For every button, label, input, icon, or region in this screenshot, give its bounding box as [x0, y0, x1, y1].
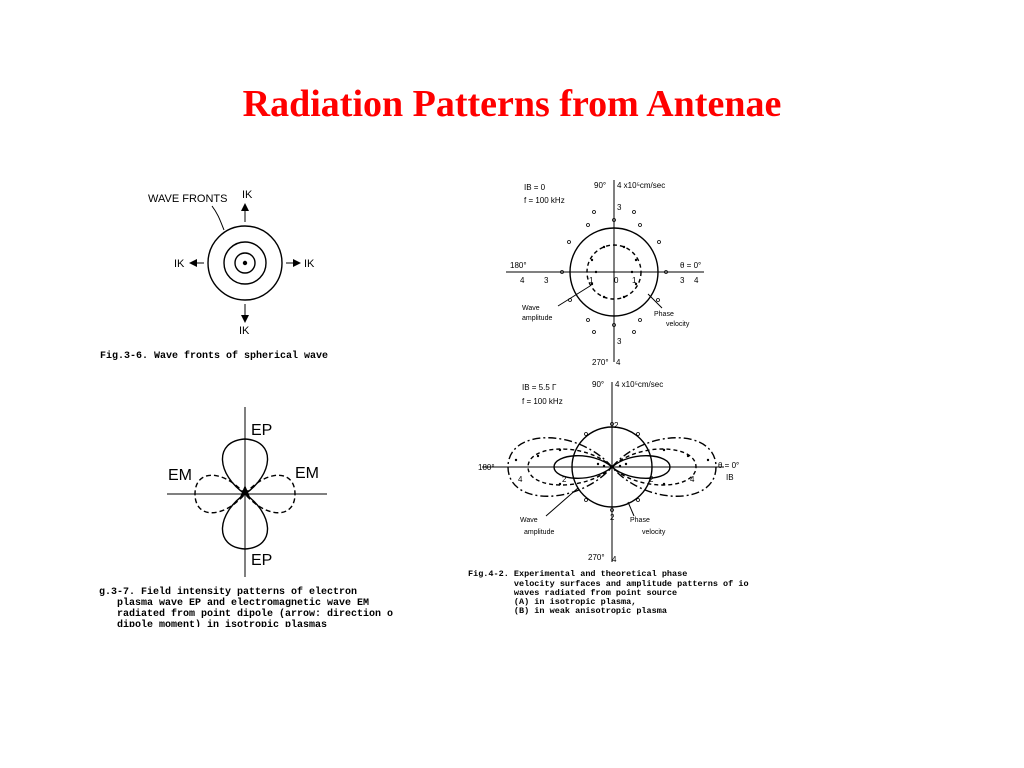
inner-wave-front — [234, 252, 256, 274]
fig-3-7-caption-2: plasma wave EP and electromagnetic wave … — [99, 597, 369, 609]
ik-right-label: IK — [304, 258, 315, 270]
fig-3-7-caption-1: g.3-7. Field intensity patterns of elect… — [99, 586, 357, 598]
right-4: 4 — [690, 475, 695, 484]
tick-2-top: 2 — [614, 421, 619, 430]
deg-90: 90° — [592, 380, 604, 389]
scale-label: 4 x10⁵cm/sec — [615, 380, 663, 389]
em-right-label: EM — [295, 465, 319, 482]
phase-label-2: velocity — [666, 321, 690, 328]
fig-3-7-caption-4: dipole moment) in isotropic plasmas — [99, 619, 327, 627]
center-1: 1 — [589, 276, 594, 285]
ik-top-label: IK — [242, 189, 253, 201]
fig-4-2-caption-2: velocity surfaces and amplitude patterns… — [468, 579, 749, 589]
em-lobe-left — [194, 474, 246, 514]
wave-amplitude-leader — [557, 285, 591, 307]
param-ib: IB = 5.5 Γ — [522, 383, 557, 392]
phase-label-2: velocity — [642, 529, 666, 536]
outer-wave-front — [207, 225, 283, 301]
fig-4-2b-anisotropic: IB = 5.5 Γ f = 100 kHz 90° 4 x10⁵cm/sec … — [468, 380, 749, 616]
left-4: 4 — [520, 276, 525, 285]
param-f: f = 100 kHz — [524, 196, 565, 205]
dipole-arrow-icon — [240, 485, 250, 497]
wave-label-1: Wave — [522, 305, 540, 312]
ib-axis-label: IB — [726, 473, 734, 482]
deg-0: θ = 0° — [680, 261, 701, 270]
fig-3-7-dipole-patterns: EP EP EM EM g.3-7. Field intensity patte… — [99, 407, 393, 627]
tick-3-bottom: 3 — [617, 337, 622, 346]
fig-4-2a-isotropic: IB = 0 f = 100 kHz 90° 4 x10⁵cm/sec 3 18… — [506, 180, 704, 367]
wave-label-2: amplitude — [524, 529, 554, 536]
fig-4-2-caption-4: (A) in isotropic plasma, — [468, 597, 636, 607]
fig-3-6-caption: Fig.3-6. Wave fronts of spherical wave — [100, 350, 328, 362]
fig-4-2-caption-5: (B) in weak anisotropic plasma — [468, 606, 667, 616]
deg-180: 180° — [510, 261, 527, 270]
ep-lobe-bottom — [221, 493, 269, 550]
right-3: 3 — [680, 276, 685, 285]
amplitude-points — [590, 245, 638, 299]
wave-label-1: Wave — [520, 517, 538, 524]
fig-4-2-caption-1: Fig.4-2. Experimental and theoretical ph… — [468, 569, 687, 579]
tick-3-top: 3 — [617, 203, 622, 212]
ik-bottom-label: IK — [239, 325, 250, 337]
scale-label: 4 x10⁵cm/sec — [617, 181, 665, 190]
left-2: 2 — [562, 475, 567, 484]
wave-amplitude-circle — [586, 244, 642, 300]
fig-3-6-wave-fronts: WAVE FRONTS IK IK IK IK Fig.3-6. Wave fr… — [100, 189, 328, 362]
middle-wave-front — [223, 241, 267, 285]
deg-270: 270° — [592, 358, 609, 367]
deg-270: 270° — [588, 553, 605, 562]
point-source — [242, 260, 248, 266]
theory-figure-eight-solid — [553, 455, 671, 479]
measured-points — [514, 448, 710, 486]
wave-amplitude-leader — [545, 487, 579, 517]
fig-3-7-caption-3: radiated from point dipole (arrow: direc… — [99, 608, 393, 620]
wave-fronts-leader — [211, 205, 225, 231]
wave-label-2: amplitude — [522, 315, 552, 322]
phase-label-1: Phase — [630, 517, 650, 524]
ep-top-label: EP — [251, 422, 272, 439]
right-2: 2 — [649, 475, 654, 484]
deg-0: θ = 0° — [718, 461, 739, 470]
ep-lobe-top — [221, 438, 269, 495]
phase-velocity-leader — [627, 501, 635, 517]
phase-velocity-circle — [569, 227, 659, 317]
em-left-label: EM — [168, 467, 192, 484]
center-1b: 1 — [632, 276, 637, 285]
left-4: 4 — [518, 475, 523, 484]
open-points — [584, 422, 640, 512]
left-3: 3 — [544, 276, 549, 285]
center-0: 0 — [614, 276, 619, 285]
page-title: Radiation Patterns from Antenae — [242, 83, 782, 125]
ik-left-label: IK — [174, 258, 185, 270]
fig-4-2-caption-3: waves radiated from point source — [468, 588, 677, 598]
param-ib: IB = 0 — [524, 183, 546, 192]
em-lobe-right — [244, 474, 296, 514]
deg-90: 90° — [594, 181, 606, 190]
ep-bottom-label: EP — [251, 552, 272, 569]
phase-velocity-circle — [571, 426, 653, 508]
tick-4-bottom: 4 — [612, 555, 617, 564]
deg-180: 180° — [478, 463, 495, 472]
right-4: 4 — [694, 276, 699, 285]
phase-label-1: Phase — [654, 311, 674, 318]
phase-velocity-leader — [647, 293, 663, 309]
tick-4-bottom: 4 — [616, 358, 621, 367]
wave-fronts-label: WAVE FRONTS — [148, 193, 227, 205]
tick-2-bottom: 2 — [610, 513, 615, 522]
param-f: f = 100 kHz — [522, 397, 563, 406]
